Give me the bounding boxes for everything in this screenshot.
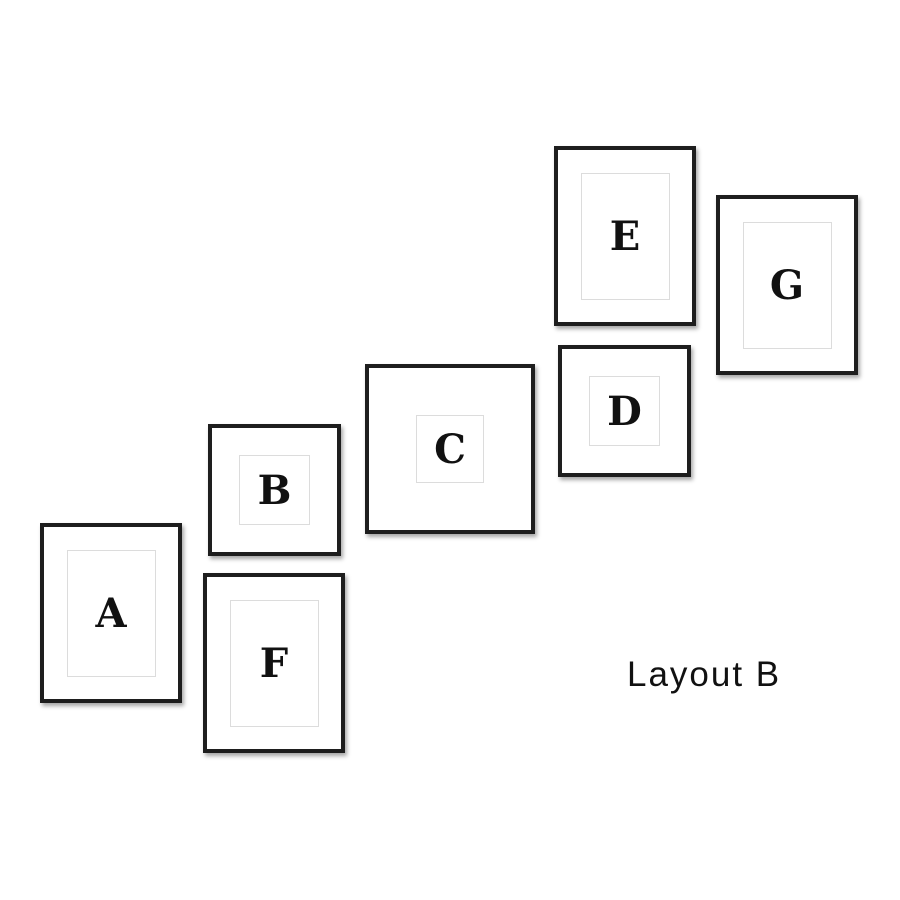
frame-e: E [554, 146, 696, 326]
frame-a-label: A [95, 589, 127, 637]
frame-f: F [203, 573, 345, 753]
frame-d-mat [589, 376, 660, 446]
frame-f-label: F [259, 639, 289, 687]
frame-c-label: C [434, 425, 466, 473]
frame-e-mat [581, 173, 670, 300]
layout-caption: Layout B [627, 655, 782, 694]
frame-e-label: E [609, 212, 641, 260]
frame-c: C [365, 364, 535, 534]
frame-c-mat [416, 415, 484, 483]
frame-b-mat [239, 455, 310, 525]
frame-g: G [716, 195, 858, 375]
frame-g-mat [743, 222, 832, 349]
frame-f-mat [230, 600, 319, 727]
frame-a: A [40, 523, 182, 703]
frame-b-label: B [257, 466, 292, 514]
frame-d: D [558, 345, 691, 477]
frame-d-label: D [607, 387, 642, 435]
frame-g-label: G [769, 261, 805, 309]
frame-b: B [208, 424, 341, 556]
frame-a-mat [67, 550, 156, 677]
